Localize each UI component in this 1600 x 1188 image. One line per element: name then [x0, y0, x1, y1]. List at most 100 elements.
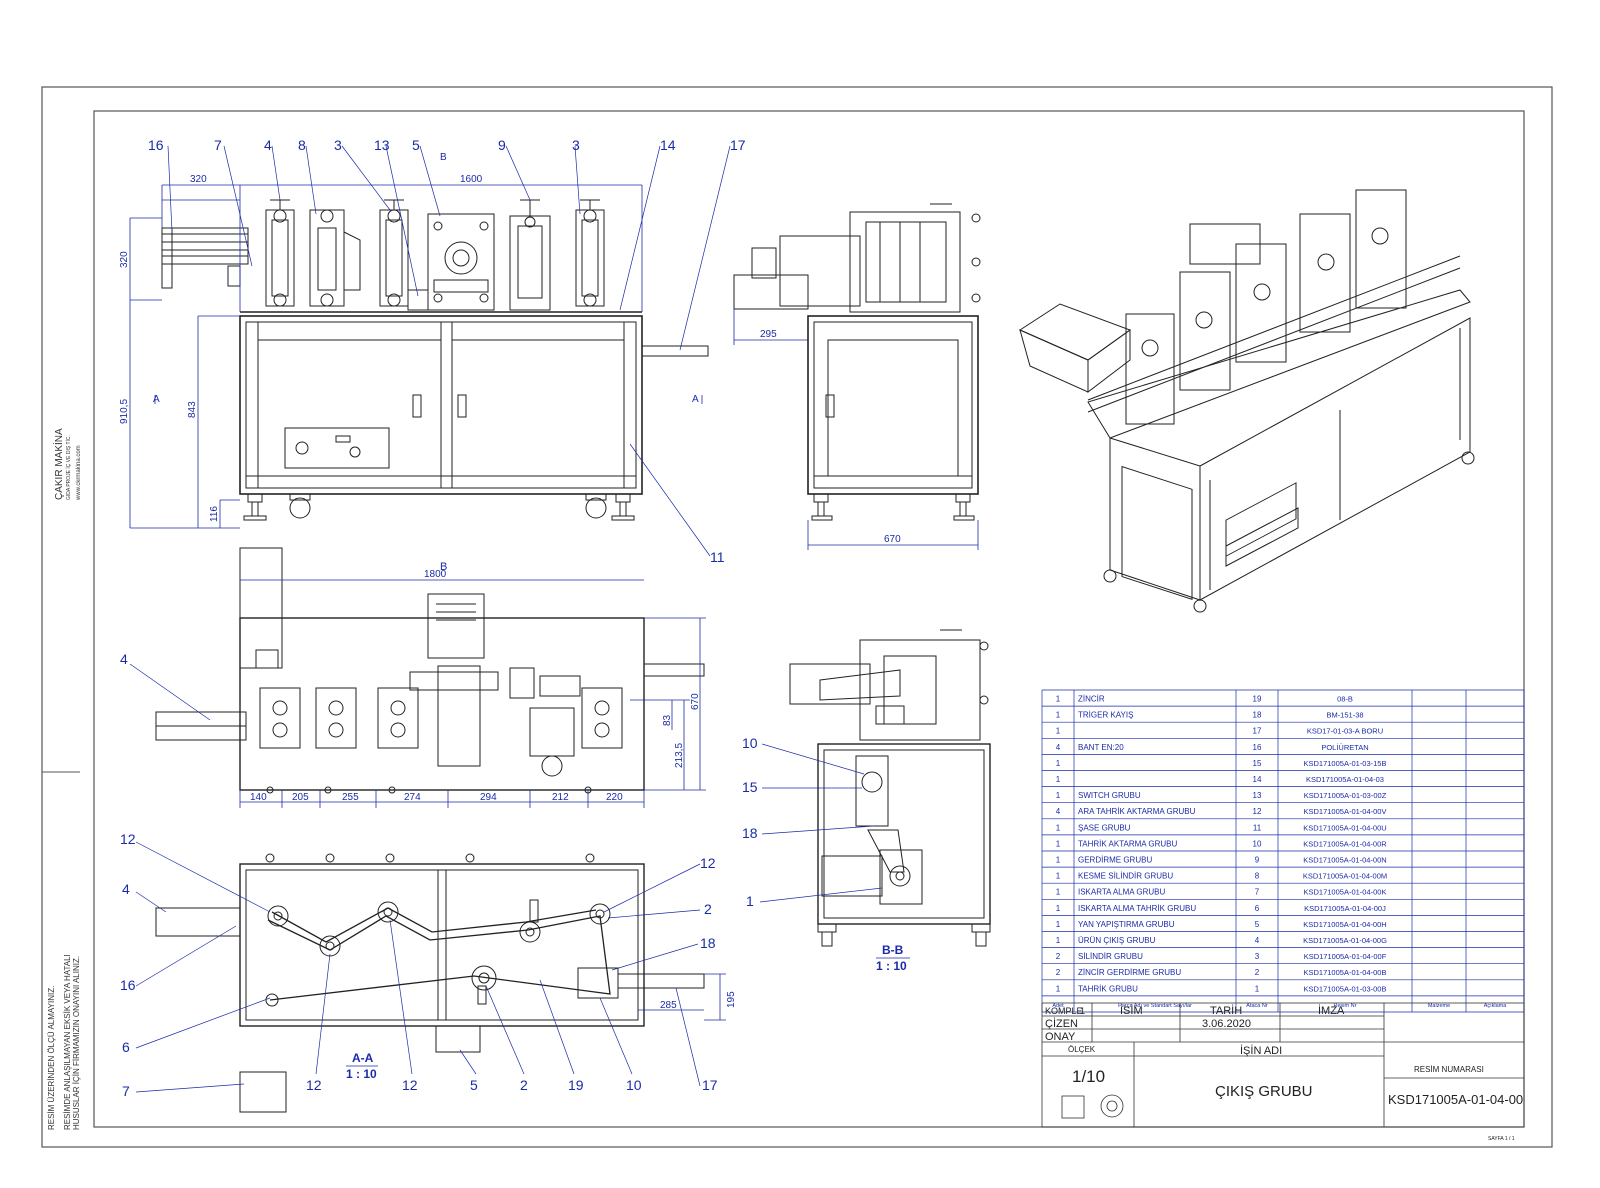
balloon-10-aa: 10: [626, 1077, 642, 1093]
dim-top-depth: 670: [690, 693, 701, 710]
bom-header-code: Resim Nr: [1334, 1003, 1357, 1009]
section-a-right-label: A: [692, 394, 699, 405]
bom-header-no: Ataca Nr: [1246, 1003, 1268, 1009]
bom-drawing-code: KSD171005A-01-04-00G: [1303, 936, 1387, 945]
front-view-balloons: 16 7 4 8 3 13 5 9 3 14 17 11: [148, 137, 746, 565]
balloon-19-aa: 19: [568, 1077, 584, 1093]
dim-spacing-7: 220: [606, 792, 623, 803]
bom-item-no: 8: [1255, 872, 1260, 881]
side-view-dimensions: [733, 309, 979, 550]
balloon-18-bb: 18: [742, 825, 758, 841]
bom-item-no: 18: [1253, 711, 1262, 720]
dim-spacing-2: 205: [292, 792, 309, 803]
bom-drawing-code: 08-B: [1337, 695, 1353, 704]
section-a-left-label: A: [153, 394, 160, 405]
dim-spacing-1: 140: [250, 792, 267, 803]
warning-line-1: RESİM ÜZERİNDEN ÖLÇÜ ALMAYINIZ.: [47, 986, 56, 1130]
dim-front-height-total: 910,5: [119, 399, 130, 424]
section-aa-balloons: 12 4 16 6 7 12 2 18 17 12 12 5 2 19 10: [120, 831, 718, 1099]
warning-line-3: HUSUSLAR İÇİN FİRMAMIZIN ONAYINI ALINIZ.: [72, 956, 81, 1130]
dim-top-d1: 213,5: [674, 743, 685, 768]
sheet-number: SAYFA 1 / 1: [1488, 1136, 1515, 1142]
job-name: ÇIKIŞ GRUBU: [1215, 1083, 1313, 1100]
balloon-15-bb: 15: [742, 779, 758, 795]
balloon-6-aa: 6: [122, 1039, 130, 1055]
bom-item-no: 7: [1255, 888, 1260, 897]
bom-header-material: Malzeme: [1428, 1003, 1450, 1009]
dim-spacing-3: 255: [342, 792, 359, 803]
bom-drawing-code: KSD171005A-01-03-00Z: [1304, 791, 1387, 800]
top-roller-stations: [259, 687, 623, 749]
bom-drawing-code: BM-151-38: [1326, 711, 1363, 720]
bom-qty: 1: [1056, 823, 1061, 832]
title-block: [1041, 1002, 1525, 1128]
dim-spacing-4: 274: [404, 792, 421, 803]
bom-item-no: 2: [1255, 968, 1260, 977]
isometric-view: [1018, 189, 1475, 613]
section-aa-dimensions: [638, 973, 726, 1021]
dim-spacing-5: 294: [480, 792, 497, 803]
bom-part-name: TAHRİK AKTARMA GRUBU: [1078, 839, 1177, 848]
bom-qty: 1: [1056, 888, 1061, 897]
balloon-17-front: 17: [730, 137, 746, 153]
balloon-8-front: 8: [298, 137, 306, 153]
bom-drawing-code: KSD171005A-01-04-00N: [1303, 856, 1386, 865]
bom-item-no: 12: [1253, 807, 1262, 816]
komple-value: 1: [1080, 1006, 1085, 1016]
bom-drawing-code: KSD171005A-01-04-00J: [1304, 904, 1386, 913]
top-view: [155, 547, 705, 794]
bom-item-no: 14: [1253, 775, 1262, 784]
bom-item-no: 13: [1253, 791, 1262, 800]
balloon-16-front: 16: [148, 137, 164, 153]
dim-front-height-foot: 116: [209, 506, 220, 522]
bom-qty: 4: [1056, 807, 1061, 816]
balloon-10-bb: 10: [742, 735, 758, 751]
bom-qty: 1: [1056, 856, 1061, 865]
section-aa-label: A-A: [352, 1051, 374, 1065]
section-bb-leaders: [759, 743, 883, 903]
bom-item-no: 5: [1255, 920, 1260, 929]
balloon-18-aa: 18: [700, 935, 716, 951]
warning-line-2: RESİMDE ANLAŞILMAYAN EKSİK VEYA HATALI: [63, 954, 72, 1130]
bom-item-no: 9: [1255, 856, 1260, 865]
dim-spacing-6: 212: [552, 792, 569, 803]
drawing-number: KSD171005A-01-04-00: [1388, 1092, 1523, 1107]
section-aa-view: [155, 853, 705, 1113]
balloon-9-front: 9: [498, 137, 506, 153]
section-bb-view: [789, 629, 991, 947]
bom-part-name: KESME SİLİNDİR GRUBU: [1078, 872, 1173, 881]
front-view-dimension-text: 1600 320 320 910,5 843 116 A A B: [119, 152, 699, 522]
bom-qty: 1: [1056, 727, 1061, 736]
bom-qty: 1: [1056, 872, 1061, 881]
bom-qty: 1: [1056, 775, 1061, 784]
bom-drawing-code: KSD171005A-01-04-00B: [1304, 968, 1387, 977]
label-isim: İSİM: [1120, 1004, 1143, 1017]
bom-drawing-code: KSD171005A-01-03-15B: [1304, 759, 1387, 768]
bom-drawing-code: KSD171005A-01-04-03: [1306, 775, 1384, 784]
bom-item-no: 1: [1255, 984, 1260, 993]
section-b-mark-front: B: [440, 152, 447, 163]
label-resim-no: RESİM NUMARASI: [1414, 1065, 1484, 1074]
outer-frame: [41, 86, 1553, 1148]
balloon-12-aa-b2: 12: [402, 1077, 418, 1093]
bom-qty: 1: [1056, 904, 1061, 913]
bom-item-no: 6: [1255, 904, 1260, 913]
section-bb-balloons: 10 15 18 1: [742, 735, 758, 909]
bom-part-name: YAN YAPIŞTIRMA GRUBU: [1078, 920, 1175, 929]
bom-drawing-code: KSD17-01-03-A BORU: [1307, 727, 1383, 736]
bom-qty: 1: [1056, 936, 1061, 945]
drawing-date: 3.06.2020: [1202, 1018, 1251, 1030]
bom-header-name: Parça Adı ve Standart Sayı/lar: [1118, 1003, 1192, 1009]
balloon-4-top: 4: [120, 651, 128, 667]
balloon-5-front: 5: [412, 137, 420, 153]
front-leader-lines: [167, 145, 731, 557]
label-is-adi: İŞİN ADI: [1240, 1044, 1282, 1057]
dim-front-length: 1600: [460, 174, 483, 185]
company-name: ÇAKIR MAKİNA: [52, 428, 65, 500]
bom-part-name: BANT EN:20: [1078, 743, 1124, 752]
balloon-1-bb: 1: [746, 893, 754, 909]
bom-qty: 1: [1056, 711, 1061, 720]
front-roller-groups: [265, 199, 605, 311]
bom-drawing-code: KSD171005A-01-04-00F: [1304, 952, 1387, 961]
